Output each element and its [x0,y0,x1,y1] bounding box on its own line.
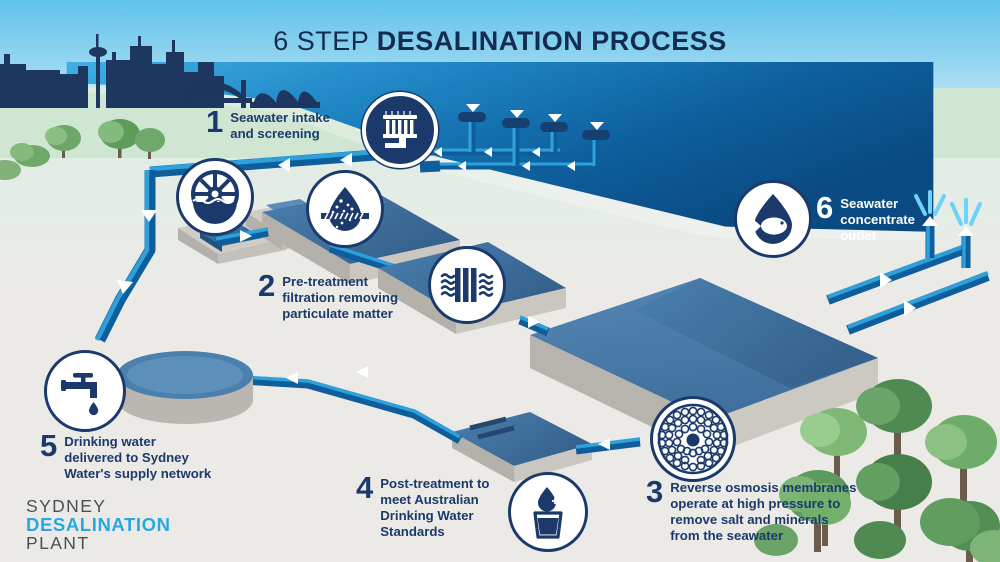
filtration-droplet-icon[interactable] [306,170,384,248]
pump-wheel-glyph [191,170,239,224]
tap-faucet-icon[interactable] [44,350,126,432]
step-6-text: Seawater concentrate outlet [840,196,916,244]
step-1-label: 1 Seawater intake and screening [206,104,330,142]
intake-screen-icon[interactable] [362,92,438,168]
step-2-label: 2 Pre-treatment filtration removing part… [258,268,399,322]
distribution-pipe-left [94,170,157,343]
step-3-text: Reverse osmosis membranes operate at hig… [670,480,857,544]
logo-line-1: SYDNEY [26,496,107,516]
concentrate-outlet-diffusers [914,190,982,268]
tap-faucet-glyph [61,373,99,416]
sydney-skyline-silhouette [0,34,320,108]
step-5-number: 5 [40,428,58,463]
logo-line-3: PLANT [26,532,90,553]
trees-bottom-right [754,483,1000,562]
page-title: 6 STEP DESALINATION PROCESS [0,26,1000,57]
trees-right [779,379,1000,562]
step-4-text: Post-treatment to meet Australian Drinki… [380,476,490,540]
filtration-droplet-glyph [321,187,369,231]
step-2-text: Pre-treatment filtration removing partic… [282,274,399,322]
ocean-water [66,62,934,241]
step-5-text: Drinking water delivered to Sydney Water… [64,434,212,482]
logo-line-2: DESALINATION [26,513,171,535]
pipes-ro [518,243,990,337]
step-3-label: 3 Reverse osmosis membranes operate at h… [646,474,857,544]
membrane-rack-icon[interactable] [428,246,506,324]
intake-risers [415,104,610,171]
step-2-number: 2 [258,268,276,303]
intake-screen-glyph [383,111,417,148]
membrane-rack-glyph [440,268,494,302]
title-light-part: 6 STEP [273,26,369,56]
pipe-post-to-reservoir [241,366,463,444]
step-1-number: 1 [206,104,224,139]
step-4-number: 4 [356,470,374,505]
sydney-desalination-plant-logo: SYDNEY DESALINATION PLANT [26,496,171,553]
glass-of-water-glyph [533,487,563,539]
step-4-label: 4 Post-treatment to meet Australian Drin… [356,470,490,540]
posttreatment-building [452,412,592,482]
step-6-label: 6 Seawater concentrate outlet [816,190,916,244]
membrane-cross-section-icon[interactable] [650,396,736,482]
fish-droplet-glyph [753,194,792,244]
reservoir-tank [117,351,253,424]
membrane-cross-section-glyph [657,403,729,475]
step-6-number: 6 [816,190,834,225]
fish-droplet-icon[interactable] [734,180,812,258]
trees-left [0,119,165,180]
step-5-label: 5 Drinking water delivered to Sydney Wat… [40,428,212,482]
step-3-number: 3 [646,474,664,509]
step-1-text: Seawater intake and screening [230,110,330,142]
pump-wheel-icon[interactable] [176,158,254,236]
pipe-ro-to-post [575,437,641,455]
glass-of-water-icon[interactable] [508,472,588,552]
title-bold-part: DESALINATION PROCESS [376,26,727,56]
